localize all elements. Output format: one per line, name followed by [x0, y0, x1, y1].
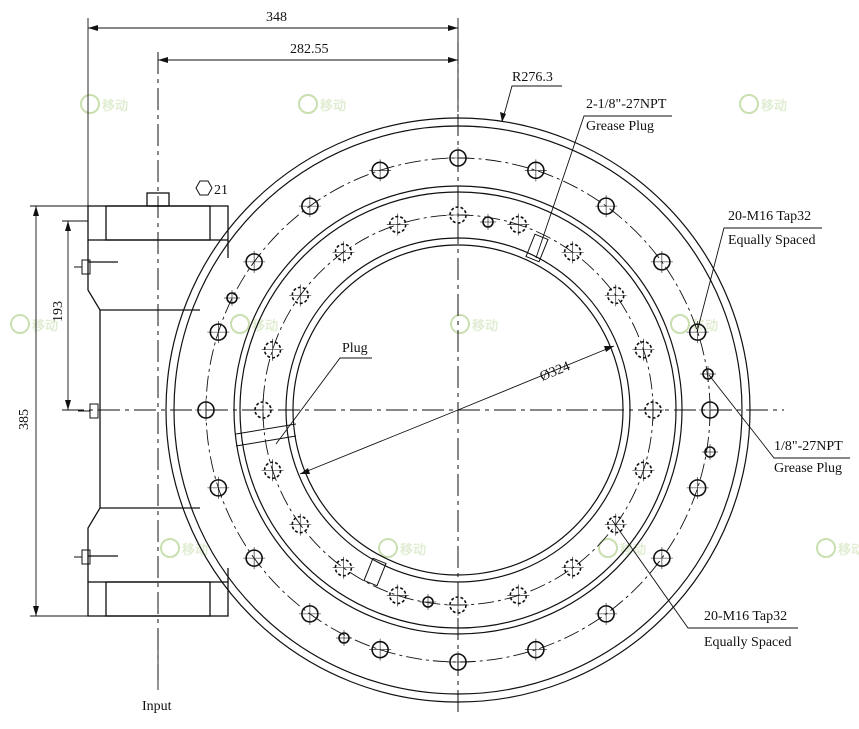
- inner-bolt-hole: [386, 584, 409, 607]
- inner-bolt-hole: [604, 284, 627, 307]
- inner-bolt-hole: [332, 241, 355, 264]
- note-tap-outer-line2: Equally Spaced: [728, 233, 815, 248]
- outer-bolt-hole: [524, 638, 547, 661]
- inner-bolt-hole: [261, 338, 284, 361]
- watermark: 移动: [10, 314, 58, 334]
- inner-bolt-hole: [632, 338, 655, 361]
- note-input: Input: [142, 699, 172, 714]
- svg-text:移动: 移动: [102, 98, 128, 114]
- inner-bolt-hole: [507, 213, 530, 236]
- note-tap-inner-line1: 20-M16 Tap32: [704, 609, 787, 624]
- outer-bolt-hole: [207, 321, 230, 344]
- outer-bolt-hole: [686, 321, 709, 344]
- grease-fitting: [700, 366, 716, 382]
- note-grease-plug-right-line1: 1/8"-27NPT: [774, 439, 843, 454]
- note-tap-inner-line2: Equally Spaced: [704, 635, 791, 650]
- outer-bolt-hole: [243, 250, 266, 273]
- leader-grease-top: [535, 115, 672, 259]
- inner-bolt-hole: [561, 556, 584, 579]
- housing-bolts: [74, 259, 99, 565]
- outer-bolt-hole: [243, 547, 266, 570]
- note-grease-plug-right-line2: Grease Plug: [774, 461, 842, 476]
- hex-plug: [146, 192, 170, 207]
- grease-fitting: [224, 290, 240, 306]
- inner-bolt-hole: [561, 241, 584, 264]
- inner-bolt-hole: [261, 459, 284, 482]
- watermark: 移动: [739, 94, 787, 114]
- grease-fitting: [336, 630, 352, 646]
- inner-bolt-hole: [507, 584, 530, 607]
- svg-text:移动: 移动: [252, 318, 278, 334]
- leader-tap-outer: [696, 227, 822, 333]
- svg-text:移动: 移动: [320, 98, 346, 114]
- watermark: 移动: [378, 538, 426, 558]
- note-plug: Plug: [342, 341, 368, 356]
- leader-grease-right: [708, 374, 850, 459]
- grease-fitting: [702, 444, 718, 460]
- watermark: 移动: [80, 94, 128, 114]
- outer-bolt-hole: [207, 476, 230, 499]
- grease-fitting: [480, 214, 496, 230]
- dim-overall-width: 348: [266, 10, 287, 25]
- svg-text:移动: 移动: [472, 318, 498, 334]
- svg-text:移动: 移动: [838, 542, 859, 558]
- inner-bolt-hole: [289, 513, 312, 536]
- inner-bolt-holes: [224, 204, 718, 646]
- leader-plug: [275, 357, 372, 445]
- dim-height-half: 193: [51, 301, 66, 322]
- watermark: 移动: [816, 538, 859, 558]
- watermark-group: 移动 移动 移动 移动 移动 移动 移动 移动: [10, 94, 859, 558]
- dim-center-offset: 282.55: [290, 42, 329, 57]
- worm-housing: [87, 192, 229, 617]
- inner-bolt-hole: [386, 213, 409, 236]
- svg-text:移动: 移动: [400, 542, 426, 558]
- note-grease-plug-top-line1: 2-1/8"-27NPT: [586, 97, 667, 112]
- housing-body: [87, 240, 229, 582]
- outer-bolt-hole: [369, 159, 392, 182]
- outer-bolt-hole: [524, 159, 547, 182]
- leader-tap-inner: [611, 519, 798, 629]
- dim-outer-radius: R276.3: [512, 70, 553, 85]
- dimension-lines: [30, 18, 850, 690]
- outer-bolt-hole: [595, 602, 618, 625]
- leader-r276: [501, 85, 562, 123]
- housing-bottom-cap: [105, 581, 211, 617]
- inner-bolt-hole: [632, 459, 655, 482]
- dimension-arrows: [33, 25, 614, 616]
- center-lines: [62, 42, 784, 714]
- note-tap-outer-line1: 20-M16 Tap32: [728, 209, 811, 224]
- inner-bolt-hole: [289, 284, 312, 307]
- grease-fitting: [420, 594, 436, 610]
- svg-text:移动: 移动: [692, 318, 718, 334]
- grease-plug-marks: [235, 233, 549, 587]
- outer-bolt-hole: [650, 547, 673, 570]
- outer-bolt-hole: [686, 476, 709, 499]
- svg-text:21: 21: [214, 183, 228, 198]
- watermark: 移动: [298, 94, 346, 114]
- note-grease-plug-top-line2: Grease Plug: [586, 119, 654, 134]
- svg-text:移动: 移动: [761, 98, 787, 114]
- inner-bolt-hole: [332, 556, 355, 579]
- watermark: 移动: [160, 538, 208, 558]
- dim-inner-diameter: Ø324: [538, 359, 572, 385]
- outer-bolt-hole: [595, 195, 618, 218]
- svg-text:移动: 移动: [182, 542, 208, 558]
- watermark: 移动: [450, 314, 498, 334]
- outer-bolt-hole: [298, 195, 321, 218]
- dim-height-total: 385: [17, 409, 32, 430]
- outer-bolt-hole: [650, 250, 673, 273]
- outer-bolt-hole: [369, 638, 392, 661]
- outer-bolt-hole: [298, 602, 321, 625]
- dim-hex: 21: [195, 180, 228, 198]
- watermark: 移动: [670, 314, 718, 334]
- svg-text:移动: 移动: [32, 318, 58, 334]
